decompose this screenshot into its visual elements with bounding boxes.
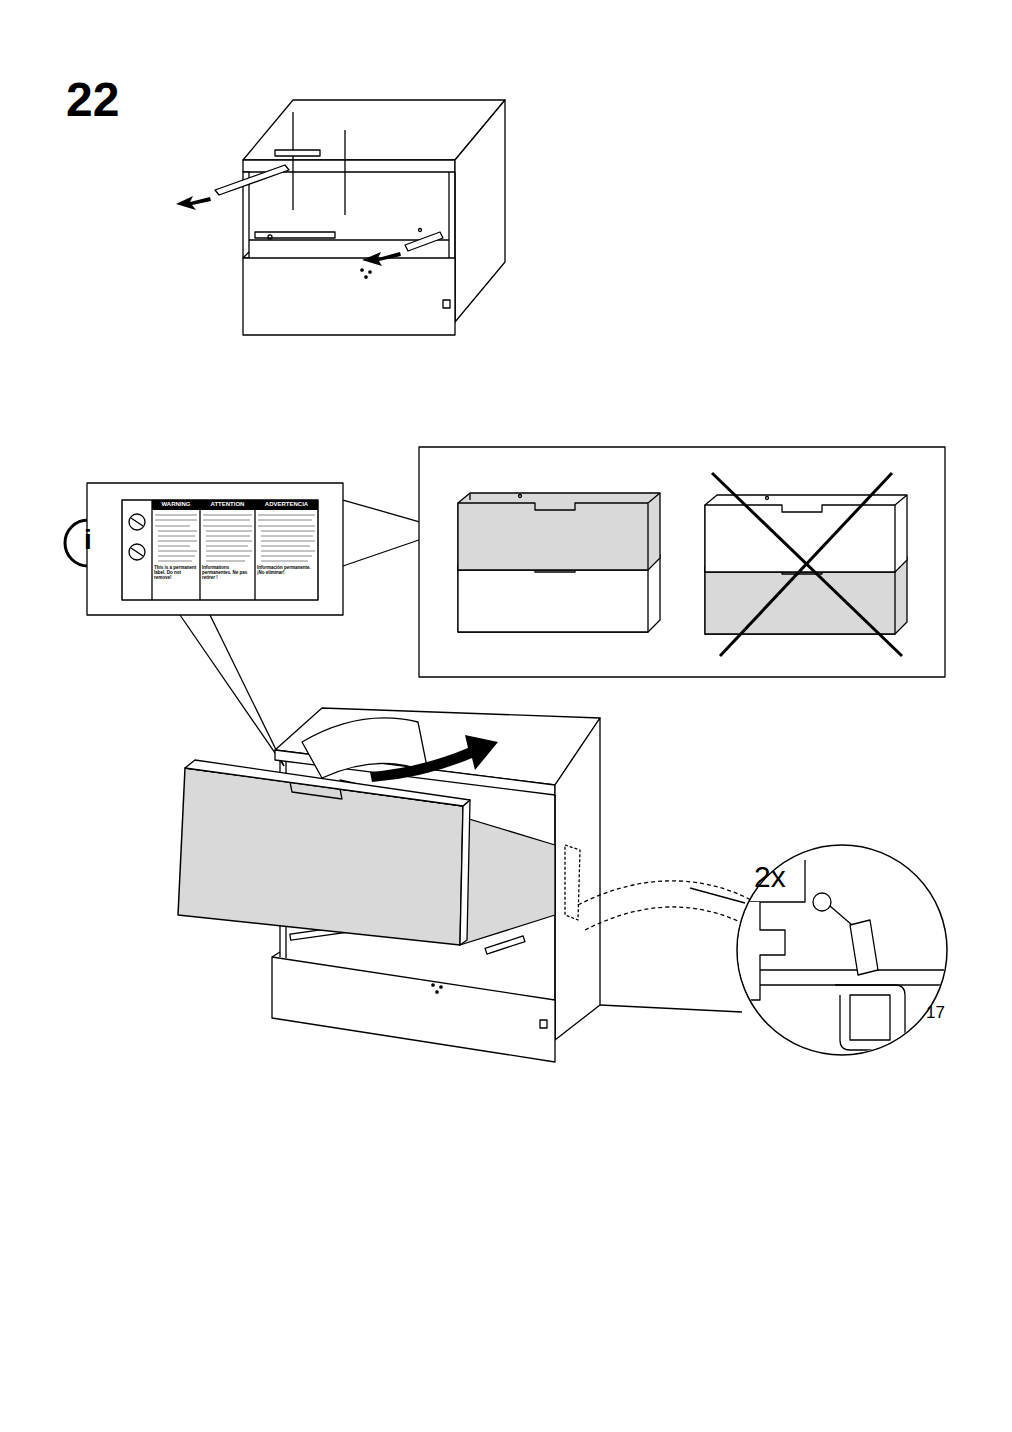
warning-note: This is a permanent label. Do not remove… — [154, 566, 199, 581]
warning-heading: ATTENTION — [200, 501, 255, 508]
page-number: 17 — [926, 1004, 945, 1023]
drawer-stack-wrong — [705, 473, 907, 656]
warning-heading: ADVERTENCIA — [255, 501, 318, 508]
drawer-stack-correct — [458, 493, 660, 632]
warning-label — [122, 500, 318, 600]
warning-note: Informations permanentes. Ne pas retirer… — [202, 566, 254, 581]
warning-note: Información permanente. ¡No eliminar! — [257, 566, 315, 576]
callout-box — [87, 483, 343, 615]
warning-heading: WARNING — [152, 501, 200, 508]
label-peel-arrow — [302, 718, 498, 782]
rail-detail — [700, 860, 950, 1050]
quantity-label: 2x — [754, 860, 786, 893]
step-number: 22 — [66, 74, 119, 127]
pull-arrow — [176, 196, 401, 266]
drawer — [178, 760, 555, 945]
comparison-box — [419, 447, 945, 677]
cabinet-top-view — [215, 100, 505, 335]
info-letter: i — [78, 525, 98, 556]
